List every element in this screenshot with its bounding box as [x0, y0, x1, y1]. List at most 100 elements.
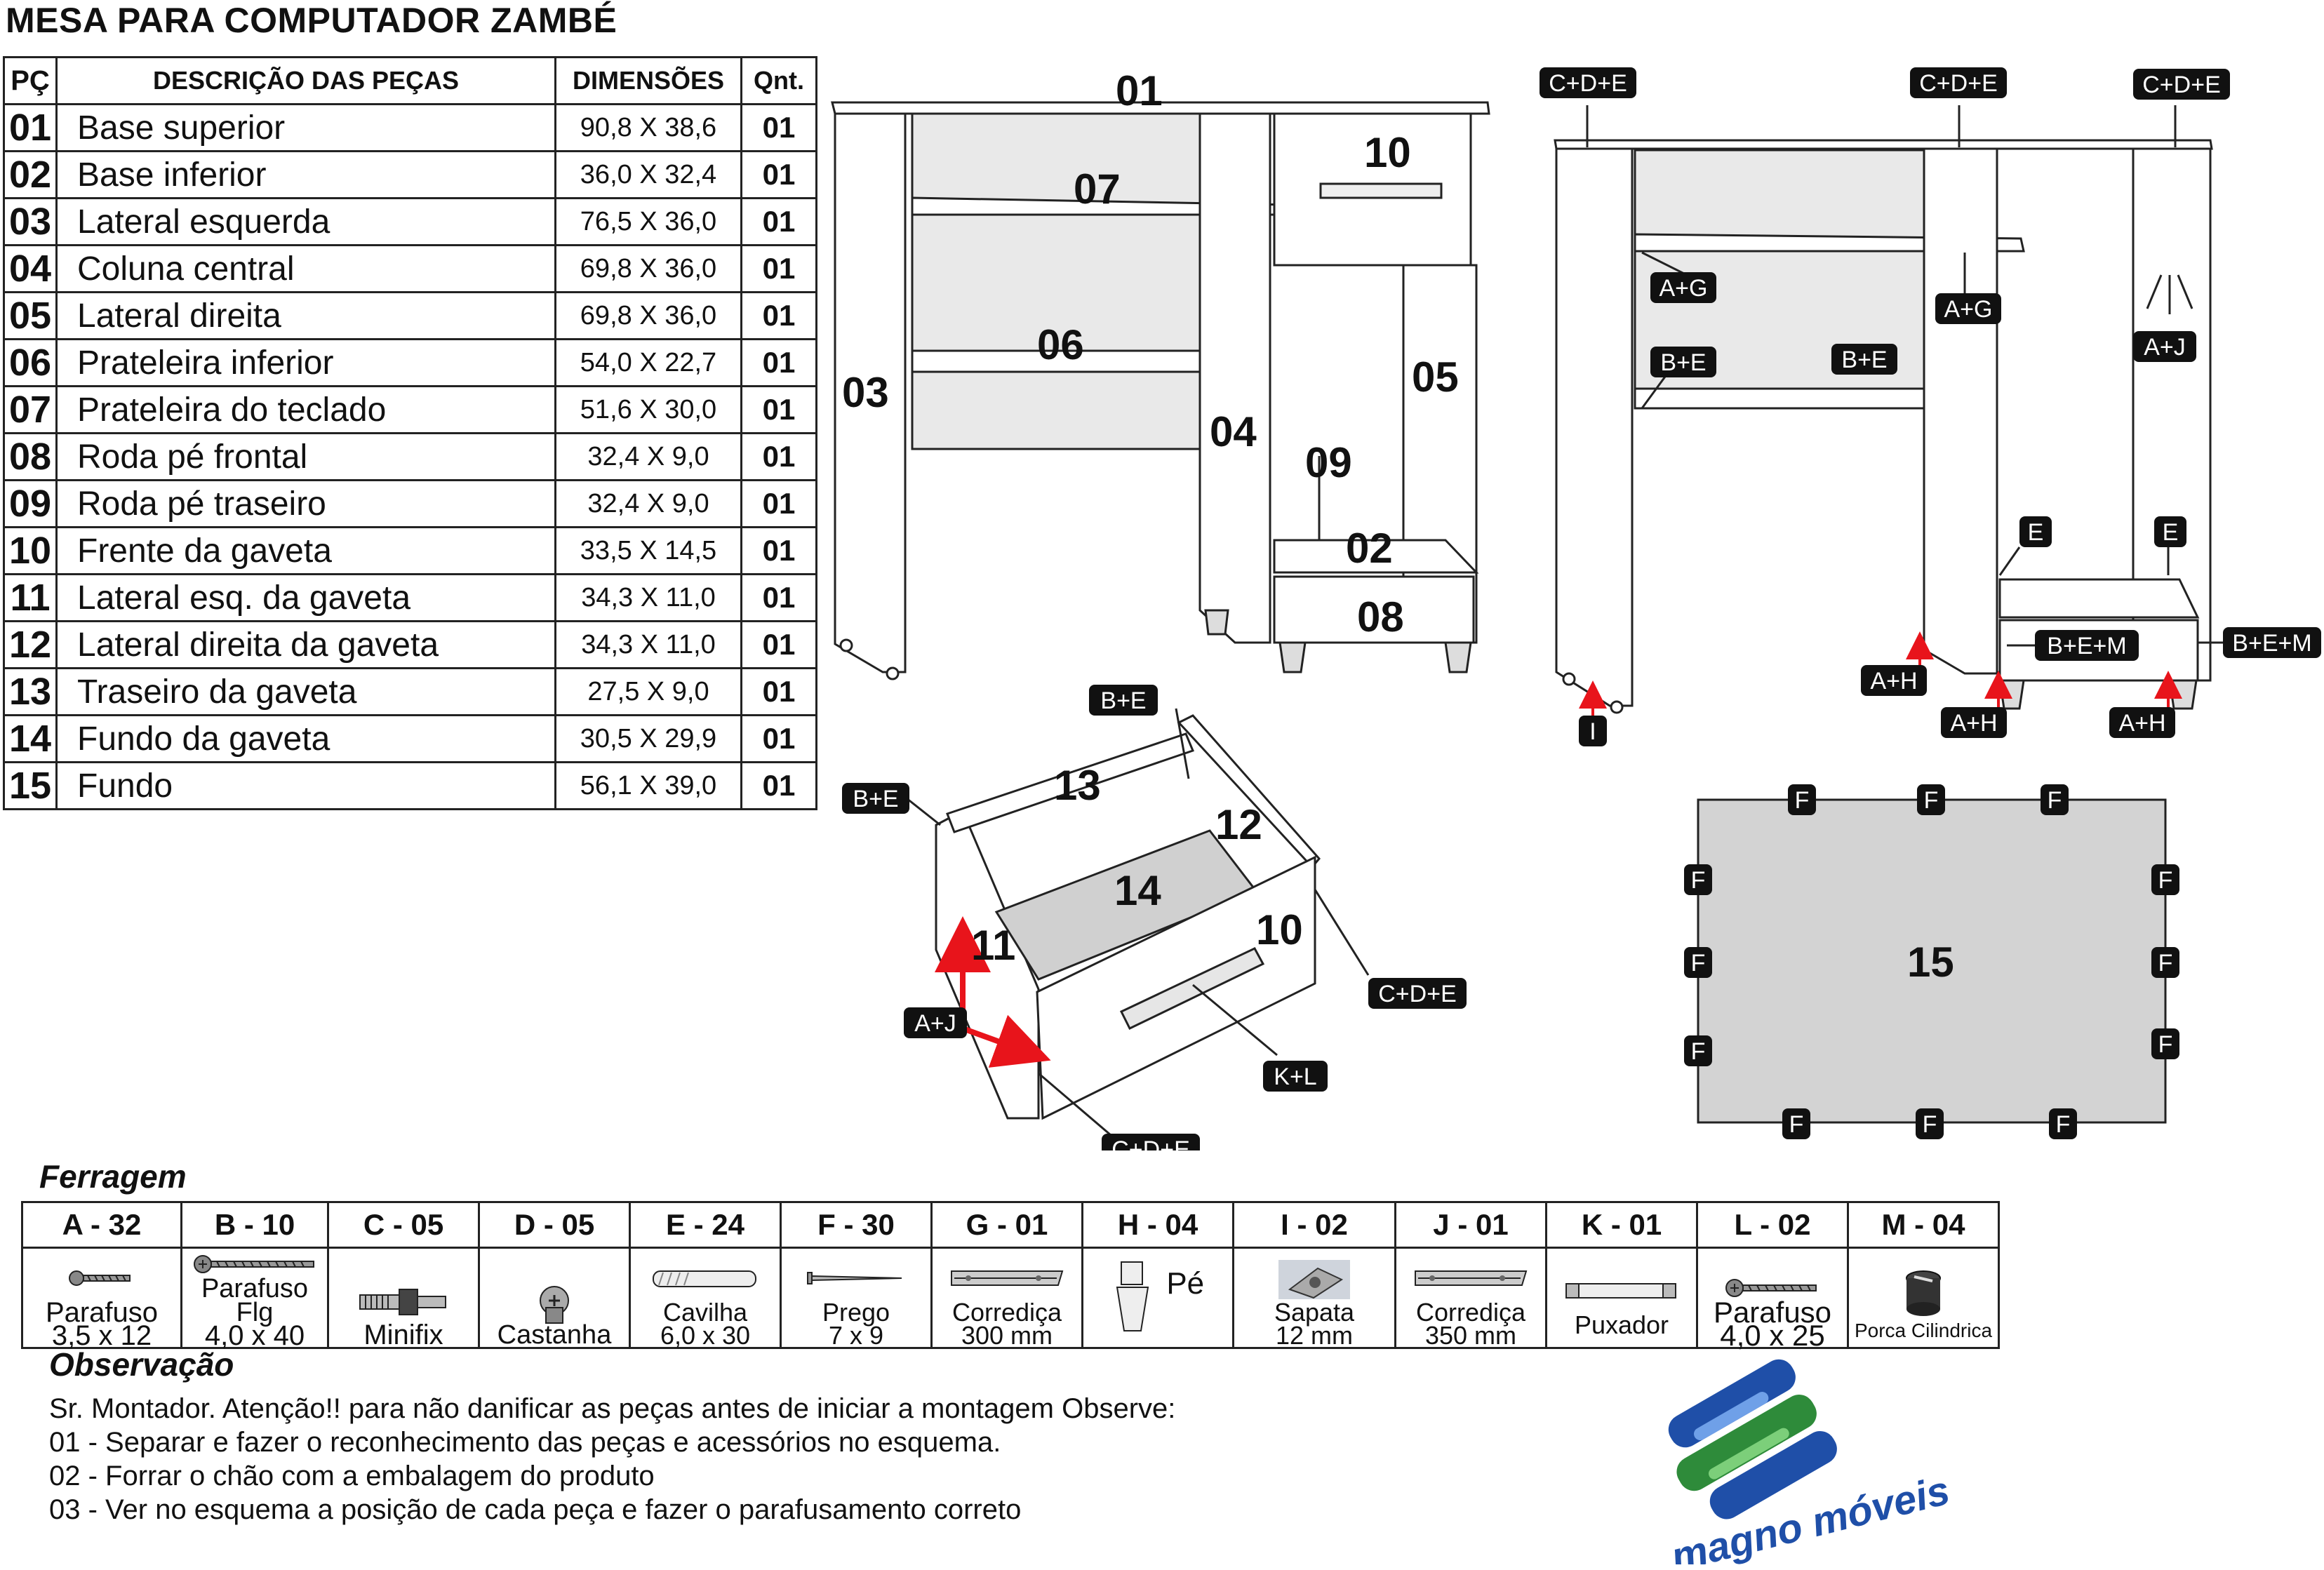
hw-item-parafuso-flg: Parafuso Flg 4,0 x 40	[180, 1247, 329, 1350]
part-description: Lateral direita	[55, 291, 556, 340]
tag: A+G	[1935, 293, 2001, 324]
part-qty: 01	[740, 150, 817, 199]
header-dimensions: DIMENSÕES	[554, 56, 742, 105]
svg-text:B+E: B+E	[1841, 347, 1887, 373]
tag: C+D+E	[1368, 978, 1467, 1009]
part-dimensions: 51,6 X 30,0	[554, 385, 742, 434]
arrow	[961, 1014, 1051, 1068]
svg-text:F: F	[2056, 1111, 2071, 1138]
tag: F	[2041, 784, 2069, 815]
svg-text:B+E+M: B+E+M	[2232, 630, 2311, 657]
label-part-11: 11	[971, 922, 1015, 969]
svg-text:B+E: B+E	[1660, 349, 1706, 376]
svg-text:F: F	[2158, 867, 2173, 894]
part-qty: 01	[740, 526, 817, 575]
nail-icon	[782, 1257, 930, 1301]
label-part-07: 07	[1074, 166, 1121, 213]
part-description: Prateleira inferior	[55, 338, 556, 387]
svg-text:C+D+E: C+D+E	[2142, 72, 2221, 98]
part-description: Coluna central	[55, 244, 556, 293]
hw-item-puxador: Puxador	[1545, 1247, 1698, 1349]
label-part-04: 04	[1210, 408, 1257, 455]
hardware-items-row: Parafuso 3,5 x 12 Parafuso Flg 4,0 x 40 …	[21, 1247, 2000, 1350]
tag: F	[2049, 1108, 2077, 1139]
page-title: MESA PARA COMPUTADOR ZAMBÉ	[6, 1, 617, 40]
parts-table: PÇ DESCRIÇÃO DAS PEÇAS DIMENSÕES Qnt. 01…	[3, 56, 817, 810]
bottom-base	[1998, 578, 2200, 619]
part-description: Fundo	[55, 761, 556, 810]
tag: C+D+E	[1102, 1134, 1200, 1150]
svg-text:F: F	[2048, 787, 2062, 814]
leader-line	[2177, 274, 2193, 309]
hw-item-prego: Prego 7 x 9	[780, 1247, 933, 1349]
part-description: Lateral esq. da gaveta	[55, 573, 556, 622]
part-dimensions: 90,8 X 38,6	[554, 103, 742, 152]
part-02-bottom-base	[1273, 539, 1479, 574]
hw-item-parafuso-l: Parafuso 4,0 x 25	[1696, 1247, 1849, 1350]
drawer-slide-icon	[933, 1257, 1081, 1301]
foot	[1444, 641, 1472, 673]
part-qty: 01	[740, 338, 817, 387]
front-view-diagram	[831, 101, 1490, 680]
label-part-01: 01	[1116, 67, 1163, 114]
tag: F	[1684, 947, 1712, 978]
part-number: 03	[3, 197, 58, 246]
hw-item-cavilha: Cavilha 6,0 x 30	[629, 1247, 782, 1349]
long-screw-icon	[182, 1249, 327, 1277]
handle-icon	[1547, 1270, 1696, 1313]
dowel-icon	[631, 1257, 780, 1301]
logo-mark-icon	[1668, 1359, 1837, 1519]
svg-text:C+D+E: C+D+E	[1549, 70, 1627, 97]
part-number: 13	[3, 667, 58, 716]
assembly-diagrams: 01 07 10 06 03 05 04 09 02 08	[831, 67, 2321, 1150]
part-dimensions: 69,8 X 36,0	[554, 244, 742, 293]
leader-line	[1314, 889, 1370, 976]
label-part-15: 15	[1907, 939, 1954, 986]
part-description: Fundo da gaveta	[55, 714, 556, 763]
observacao-line: Sr. Montador. Atenção!! para não danific…	[49, 1393, 1176, 1424]
back-view-diagram	[1554, 105, 2224, 714]
part-number: 05	[3, 291, 58, 340]
drawer-labels: 13 12 14 11 10	[971, 762, 1303, 969]
svg-text:A+J: A+J	[914, 1010, 956, 1037]
wheel	[1610, 700, 1624, 714]
foot	[1204, 609, 1229, 636]
part-description: Roda pé traseiro	[55, 479, 556, 528]
drawer-slide-icon	[1396, 1257, 1545, 1301]
svg-text:F: F	[1691, 867, 1706, 894]
leader-line	[1641, 251, 1685, 275]
part-description: Prateleira do teclado	[55, 385, 556, 434]
hw-code: A - 32	[21, 1201, 182, 1249]
header-description: DESCRIÇÃO DAS PEÇAS	[55, 56, 556, 105]
label-part-13: 13	[1054, 762, 1101, 809]
nail-tags: F F F F F F F F F F F F	[1684, 784, 2179, 1139]
tag: E	[2154, 516, 2186, 547]
tag: F	[2151, 864, 2179, 895]
svg-text:F: F	[1795, 787, 1810, 814]
top-base	[1554, 139, 2213, 150]
label-part-08: 08	[1357, 593, 1404, 640]
cylinder-nut-icon	[1849, 1263, 1998, 1319]
part-qty: 01	[740, 479, 817, 528]
hw-item-pe: Pé	[1081, 1247, 1234, 1349]
hardware-codes-row: A - 32 B - 10 C - 05 D - 05 E - 24 F - 3…	[21, 1201, 2000, 1249]
part-description: Roda pé frontal	[55, 432, 556, 481]
svg-text:K+L: K+L	[1274, 1064, 1316, 1090]
part-04-central-column	[1198, 112, 1271, 644]
svg-text:F: F	[1924, 787, 1939, 814]
hw-item-porca-cilindrica: Porca Cilindrica	[1847, 1247, 2000, 1349]
part-description: Lateral esquerda	[55, 197, 556, 246]
tag: A+J	[2133, 331, 2196, 362]
tag: F	[1782, 1108, 1810, 1139]
back-view-tags: C+D+E C+D+E C+D+E A+G A+G A+J B+E B+E E …	[1540, 67, 2321, 746]
screw-icon	[23, 1257, 180, 1301]
part-dimensions: 32,4 X 9,0	[554, 479, 742, 528]
part-number: 04	[3, 244, 58, 293]
drawer-back	[946, 732, 1195, 833]
drawer-handle	[1119, 947, 1265, 1030]
